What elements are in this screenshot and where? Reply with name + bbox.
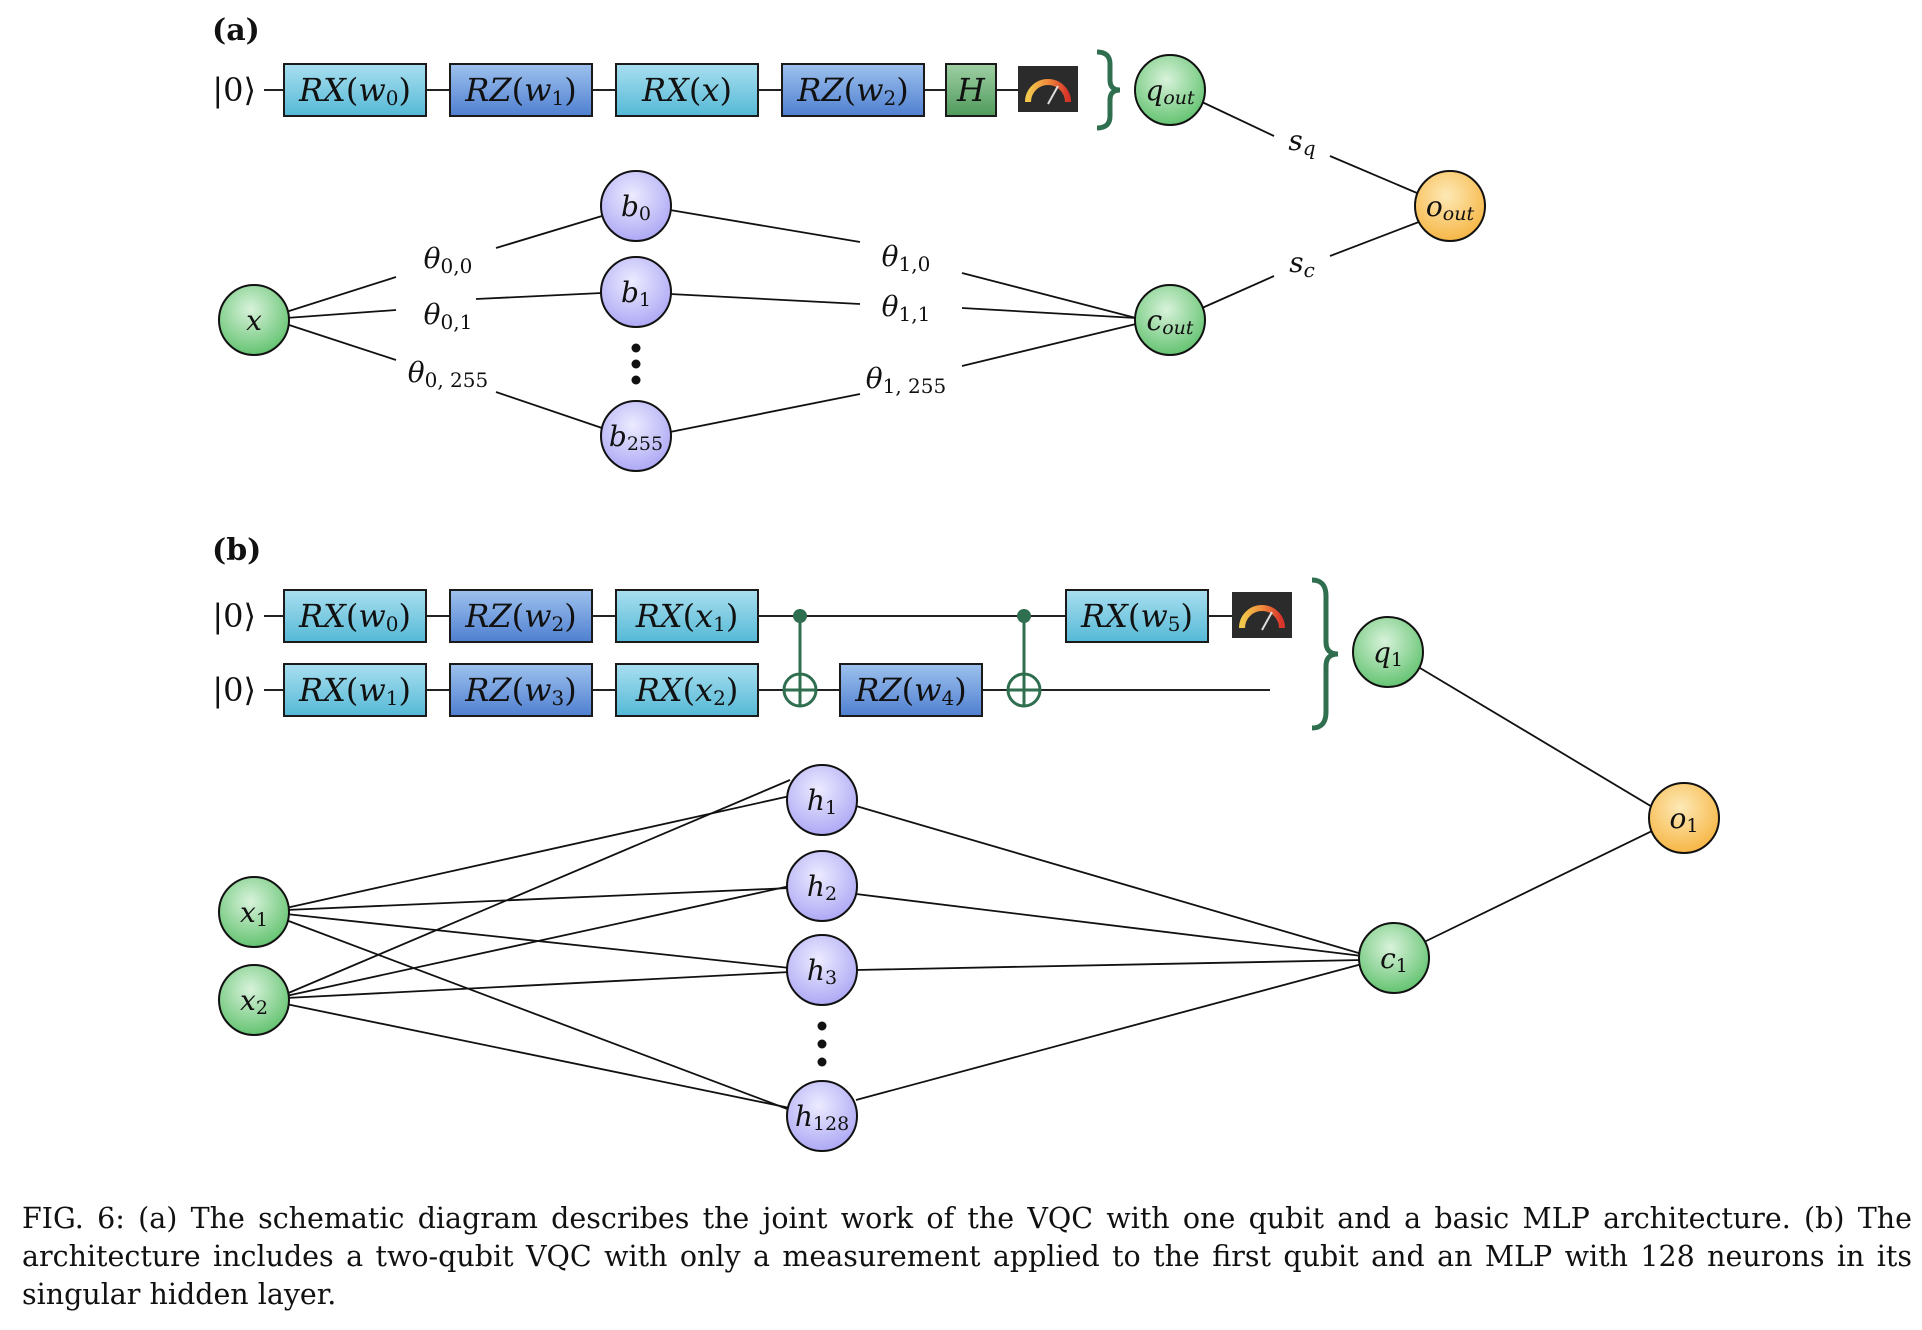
measurement-brace — [1311, 577, 1339, 731]
node-o-out: oout — [1414, 170, 1486, 242]
gate-rx-q0-2: RX(x1) — [615, 589, 759, 643]
node-h128: h128 — [786, 1080, 858, 1152]
node-b0: b0 — [600, 170, 672, 242]
node-h3: h3 — [786, 934, 858, 1006]
node-c-out: cout — [1134, 284, 1206, 356]
svg-text:oout: oout — [1426, 190, 1475, 226]
figure-canvas: (a) |0⟩ RX(w0) RZ(w1) RX(x) RZ(w2) H θ0,0 — [212, 13, 1720, 1152]
svg-text:q1: q1 — [1373, 636, 1403, 672]
ellipsis-dots-b — [817, 1021, 827, 1067]
node-b255: b255 — [600, 400, 672, 472]
svg-text:RZ(w2): RZ(w2) — [796, 71, 908, 110]
panel-a-label: (a) — [212, 13, 260, 48]
weight-theta-0-1: θ0,1 — [424, 298, 473, 335]
weight-theta-1-255: θ1, 255 — [866, 362, 946, 399]
gate-rx-a-2: RX(x) — [615, 63, 759, 117]
svg-text:RX(x): RX(x) — [641, 71, 732, 109]
ellipsis-dots-a — [631, 343, 641, 385]
svg-text:o1: o1 — [1670, 802, 1699, 838]
panel-b-edges — [285, 667, 1655, 1111]
gate-rx-q1-2: RX(x2) — [615, 663, 759, 717]
panel-b-label: (b) — [212, 533, 261, 568]
node-b1: b1 — [600, 256, 672, 328]
panel-a-circuit: |0⟩ RX(w0) RZ(w1) RX(x) RZ(w2) H — [212, 49, 1121, 131]
cnot-gate-2 — [1006, 609, 1042, 708]
node-x1: x1 — [218, 876, 290, 948]
weight-s-q: sq — [1288, 124, 1315, 161]
gate-rz-a-1: RZ(w1) — [449, 63, 593, 117]
svg-text:c1: c1 — [1380, 942, 1408, 978]
svg-text:RX(w1): RX(w1) — [298, 671, 411, 710]
svg-text:h128: h128 — [795, 1100, 849, 1136]
svg-text:h1: h1 — [807, 784, 837, 820]
svg-text:b0: b0 — [621, 190, 651, 226]
gate-rx-q1-0: RX(w1) — [283, 663, 427, 717]
svg-text:b1: b1 — [621, 276, 651, 312]
node-q-out: qout — [1134, 54, 1206, 126]
measurement-brace — [1096, 49, 1121, 131]
node-h1: h1 — [786, 764, 858, 836]
gate-rx-q0-0: RX(w0) — [283, 589, 427, 643]
gate-rx-a-0: RX(w0) — [283, 63, 427, 117]
panel-a-weights: θ0,0 θ0,1 θ0, 255 θ1,0 θ1,1 θ1, 255 sq s… — [408, 124, 1316, 399]
node-x2: x2 — [218, 964, 290, 1036]
svg-text:RZ(w2): RZ(w2) — [464, 597, 576, 636]
node-q1: q1 — [1352, 616, 1424, 688]
svg-text:RX(w0): RX(w0) — [298, 71, 411, 110]
svg-text:b255: b255 — [609, 420, 663, 456]
panel-a-edges — [285, 101, 1425, 433]
gate-rz-q1-mid: RZ(w4) — [839, 663, 983, 717]
gate-rz-q0-1: RZ(w2) — [449, 589, 593, 643]
svg-text:H: H — [956, 71, 986, 109]
node-h2: h2 — [786, 850, 858, 922]
svg-text:RX(x2): RX(x2) — [635, 671, 739, 710]
ket-zero-q1: |0⟩ — [212, 671, 256, 709]
panel-b-circuit: |0⟩ |0⟩ RX(w0) RZ(w2) RX(x1) RX(w1) RZ(w3) RX… — [212, 577, 1339, 731]
svg-text:RZ(w1): RZ(w1) — [464, 71, 576, 110]
node-o1: o1 — [1648, 782, 1720, 854]
svg-text:x: x — [246, 304, 262, 337]
svg-text:x1: x1 — [240, 896, 268, 932]
weight-theta-0-0: θ0,0 — [424, 242, 473, 279]
gate-h-a-4: H — [945, 63, 997, 117]
svg-text:x2: x2 — [240, 984, 268, 1020]
panel-a-nodes: x b0 b1 b255 qout cout oout — [218, 54, 1486, 472]
weight-theta-1-0: θ1,0 — [882, 240, 931, 277]
weight-theta-1-1: θ1,1 — [882, 290, 931, 327]
node-c1: c1 — [1358, 922, 1430, 994]
measurement-meter-icon — [1232, 592, 1292, 638]
svg-text:RZ(w4): RZ(w4) — [854, 671, 966, 710]
svg-text:cout: cout — [1147, 304, 1194, 340]
cnot-gate-1 — [782, 609, 818, 708]
figure-caption: FIG. 6: (a) The schematic diagram descri… — [22, 1202, 1912, 1311]
svg-text:h2: h2 — [807, 870, 837, 906]
svg-text:RZ(w3): RZ(w3) — [464, 671, 576, 710]
svg-text:h3: h3 — [807, 954, 837, 990]
gate-rz-q1-1: RZ(w3) — [449, 663, 593, 717]
panel-b-nodes: x1 x2 h1 h2 h3 h128 q1 c1 o1 — [218, 616, 1720, 1152]
measurement-meter-icon — [1018, 66, 1078, 112]
gate-rx-q0-last: RX(w5) — [1065, 589, 1209, 643]
node-x: x — [218, 284, 290, 356]
svg-text:RX(w5): RX(w5) — [1080, 597, 1193, 636]
svg-text:qout: qout — [1145, 74, 1195, 110]
svg-text:RX(w0): RX(w0) — [298, 597, 411, 636]
gate-rz-a-3: RZ(w2) — [781, 63, 925, 117]
weight-theta-0-255: θ0, 255 — [408, 356, 488, 393]
ket-zero-q0: |0⟩ — [212, 597, 256, 635]
svg-text:RX(x1): RX(x1) — [635, 597, 739, 636]
weight-s-c: sc — [1289, 246, 1315, 283]
ket-zero: |0⟩ — [212, 71, 256, 109]
